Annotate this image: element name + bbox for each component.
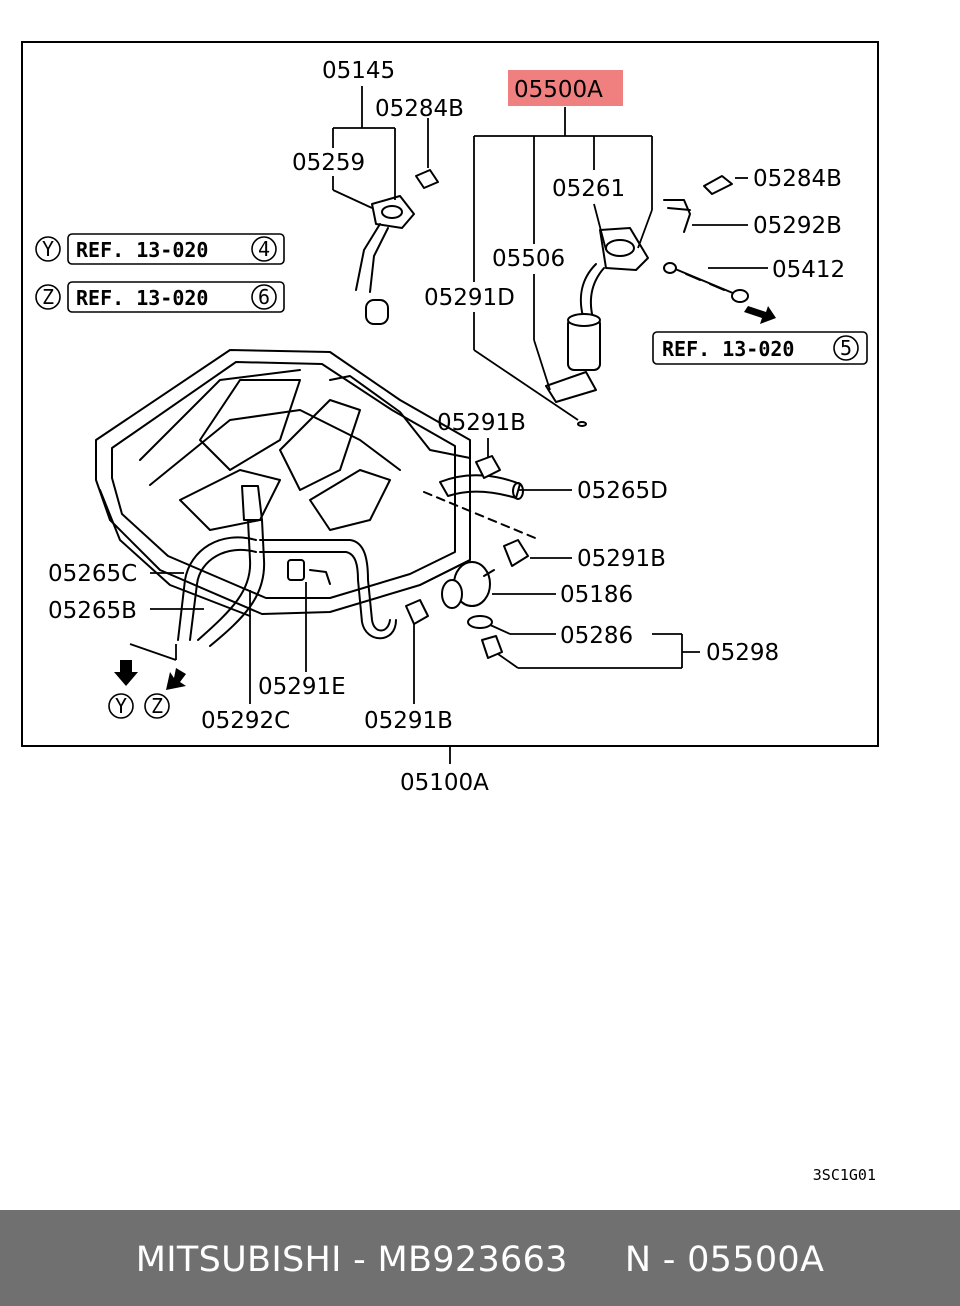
fuel-sender-05259 xyxy=(355,195,415,325)
footer-bar: MITSUBISHI - MB923663 N - 05500A xyxy=(0,1210,960,1306)
ring-05286 xyxy=(467,615,493,629)
label-05265d: 05265D xyxy=(577,478,668,504)
label-05291b-low: 05291B xyxy=(364,708,453,734)
label-05186: 05186 xyxy=(560,582,633,608)
ref-box-z: Z REF. 13-020 6 xyxy=(35,281,285,313)
ref-5-num: 5 xyxy=(840,336,852,360)
filter-05186 xyxy=(441,561,495,609)
label-05145: 05145 xyxy=(322,58,395,84)
fuel-tank-drawing xyxy=(95,349,471,617)
hose-05265c xyxy=(177,536,257,641)
label-05265b: 05265B xyxy=(48,598,137,624)
vent-hose xyxy=(259,539,397,640)
arrow-y-icon xyxy=(114,660,138,686)
ref-y-marker: Y xyxy=(42,237,54,261)
arrow-z-icon xyxy=(166,668,186,690)
arrow-ref5-icon xyxy=(744,306,776,324)
label-05100a: 05100A xyxy=(400,770,489,796)
bottom-marker-y: Y xyxy=(115,694,127,718)
highlight-05500a xyxy=(508,70,623,106)
bottom-marker-z: Z xyxy=(151,694,163,718)
ref-box-5: REF. 13-020 5 xyxy=(652,331,868,365)
label-05259: 05259 xyxy=(292,150,365,176)
fitting-05298 xyxy=(481,635,503,659)
hose-05265b xyxy=(197,519,266,647)
label-05412: 05412 xyxy=(772,257,845,283)
label-05292c: 05292C xyxy=(201,708,290,734)
ref-5-text: REF. 13-020 xyxy=(662,337,794,361)
ref-z-text: REF. 13-020 xyxy=(76,286,208,310)
label-05292b: 05292B xyxy=(753,213,842,239)
parts-diagram: Y REF. 13-020 4 Z REF. 13-020 6 REF. 13-… xyxy=(21,41,879,1184)
ref-y-text: REF. 13-020 xyxy=(76,238,208,262)
ref-z-marker: Z xyxy=(42,285,54,309)
clip-05291b-mid xyxy=(503,539,529,567)
label-05291b-mid: 05291B xyxy=(577,546,666,572)
hose-05265d xyxy=(439,474,524,500)
label-05286: 05286 xyxy=(560,623,633,649)
clip-05291b-top xyxy=(475,455,501,479)
label-05291b-top: 05291B xyxy=(437,410,526,436)
label-05284b-right: 05284B xyxy=(753,166,842,192)
footer-text: MITSUBISHI - MB923663 N - 05500A xyxy=(135,1240,825,1280)
label-05506: 05506 xyxy=(492,246,565,272)
label-05284b-left: 05284B xyxy=(375,96,464,122)
clip-05291b-low xyxy=(405,599,429,625)
screw-05284b-left xyxy=(415,169,439,189)
clip-05292b xyxy=(663,199,691,233)
screw-05284b-right xyxy=(703,175,733,195)
ref-z-num: 6 xyxy=(258,285,270,309)
label-05500a: 05500A xyxy=(514,77,603,103)
fuel-pump-assembly xyxy=(545,227,649,427)
label-05291d: 05291D xyxy=(424,285,515,311)
label-05291e: 05291E xyxy=(258,674,346,700)
ref-box-y: Y REF. 13-020 4 xyxy=(35,233,285,265)
label-05261: 05261 xyxy=(552,176,625,202)
harness-05412 xyxy=(663,262,749,303)
ref-y-num: 4 xyxy=(258,237,270,261)
clip-05291e xyxy=(287,559,305,581)
label-05298: 05298 xyxy=(706,640,779,666)
drawing-code: 3SC1G01 xyxy=(813,1166,876,1184)
label-05265c: 05265C xyxy=(48,561,137,587)
